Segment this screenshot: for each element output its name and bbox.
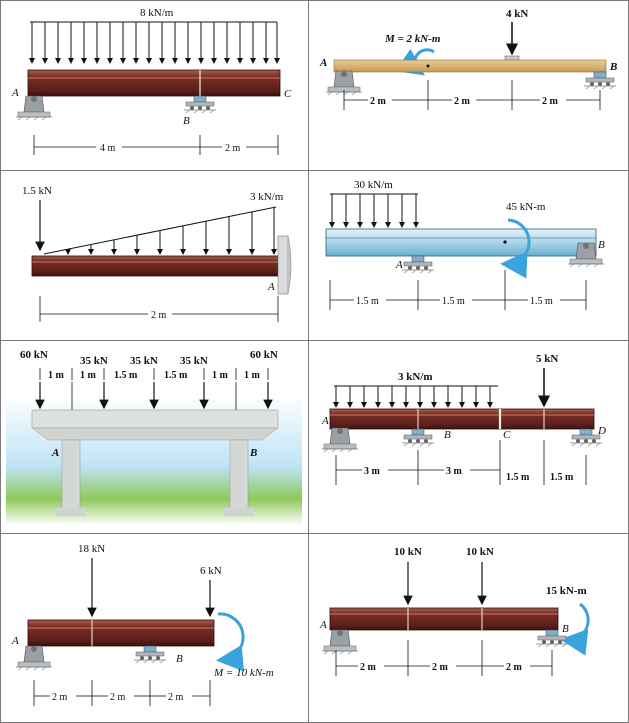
p7-force-1: 18 kN: [78, 543, 105, 555]
problem-6: 3 kN/m 5 kN A B C D 3 m 3: [321, 353, 606, 485]
problem-3: 1.5 kN 3 kN/m A 2 m: [22, 185, 292, 322]
p7-dim-2: 2 m: [110, 692, 126, 703]
p1-label-C: C: [284, 88, 292, 100]
p5-force-5: 60 kN: [250, 349, 278, 361]
p6-label-D: D: [597, 425, 606, 437]
p5-pier-A: [61, 439, 81, 513]
p8-force-2: 10 kN: [466, 546, 494, 558]
p7-label-B: B: [176, 653, 183, 665]
p1-load-label: 8 kN/m: [140, 7, 174, 19]
p5-span-1: 1 m: [48, 370, 65, 381]
p3-label-A: A: [267, 281, 275, 293]
p4-roller-support: [401, 255, 435, 274]
p6-dim-4: 1.5 m: [550, 472, 574, 483]
p5-force-2: 35 kN: [80, 355, 108, 367]
p4-moment-label: 45 kN-m: [506, 201, 546, 213]
p2-label-B: B: [609, 61, 617, 73]
p4-dim-1: 1.5 m: [356, 296, 379, 307]
p5-label-A: A: [51, 447, 59, 459]
p8-dim-3: 2 m: [506, 662, 523, 673]
p5-span-3: 1.5 m: [114, 370, 138, 381]
p2-wood-beam: [333, 59, 607, 73]
p6-dim-3: 1.5 m: [506, 472, 530, 483]
p4-load-label: 30 kN/m: [354, 179, 393, 191]
p2-force-label: 4 kN: [506, 8, 528, 20]
p7-moment-label: M = 10 kN-m: [213, 667, 274, 679]
p5-force-1: 60 kN: [20, 349, 48, 361]
p4-distributed-arrows: [329, 194, 419, 228]
p5-span-5: 1 m: [212, 370, 229, 381]
p6-label-B: B: [444, 429, 451, 441]
p3-dim-1: 2 m: [151, 310, 167, 321]
p2-dim-3: 2 m: [542, 96, 559, 107]
p2-moment-label: M = 2 kN-m: [384, 33, 441, 45]
p4-label-B: B: [598, 239, 605, 251]
p8-force-1: 10 kN: [394, 546, 422, 558]
p5-force-3: 35 kN: [130, 355, 158, 367]
p1-dim-1: 4 m: [100, 143, 116, 154]
problem-5: 60 kN 35 kN 35 kN 35 kN 60 kN 1 m 1 m 1.…: [6, 349, 302, 525]
p2-label-A: A: [319, 57, 327, 69]
problem-7: 18 kN 6 kN M = 10 kN-m A B 2 m 2 m 2 m: [11, 543, 274, 706]
p2-dim-1: 2 m: [370, 96, 387, 107]
p8-dim-1: 2 m: [360, 662, 377, 673]
p8-label-B: B: [562, 623, 569, 635]
p4-dim-2: 1.5 m: [442, 296, 465, 307]
p6-pin-support: [321, 427, 359, 453]
p4-label-A: A: [395, 259, 403, 271]
p6-distributed-arrows: [333, 386, 493, 408]
p8-label-A: A: [319, 619, 327, 631]
problem-4: 30 kN/m 45 kN-m A B 1.5 m 1.5 m 1.5 m: [325, 179, 605, 310]
p5-span-6: 1 m: [244, 370, 261, 381]
p1-pin-support: [15, 95, 53, 121]
p6-load-label: 3 kN/m: [398, 371, 433, 383]
problem-1: 8 kN/m A B C 4 m 2 m: [11, 7, 292, 155]
p6-roller-B: [401, 428, 435, 447]
p7-pin-support: [15, 645, 53, 671]
p1-label-A: A: [11, 87, 19, 99]
p5-pier-B: [229, 439, 249, 513]
problem-8: 10 kN 10 kN 15 kN-m A B 2 m 2 m 2 m: [319, 546, 590, 676]
p5-span-2: 1 m: [80, 370, 97, 381]
p7-roller-support: [133, 645, 167, 664]
p3-force-label: 1.5 kN: [22, 185, 52, 197]
p1-dim-2: 2 m: [225, 143, 241, 154]
p6-dim-2: 3 m: [446, 466, 463, 477]
p4-dim-3: 1.5 m: [530, 296, 553, 307]
p1-beam: [27, 69, 281, 97]
p7-dim-3: 2 m: [168, 692, 184, 703]
p1-distributed-arrows: [29, 22, 280, 64]
p3-fixed-wall: [277, 235, 289, 295]
p5-force-4: 35 kN: [180, 355, 208, 367]
p8-moment-label: 15 kN-m: [546, 585, 587, 597]
p7-beam: [27, 619, 215, 647]
p6-label-C: C: [503, 429, 511, 441]
p5-span-4: 1.5 m: [164, 370, 188, 381]
p7-label-A: A: [11, 635, 19, 647]
p2-dim-2: 2 m: [454, 96, 471, 107]
p7-force-2: 6 kN: [200, 565, 222, 577]
p8-pin-support: [321, 629, 359, 655]
p4-beam: [325, 228, 597, 257]
p1-roller-support: [183, 95, 217, 114]
p3-load-label: 3 kN/m: [250, 191, 284, 203]
p6-label-A: A: [321, 415, 329, 427]
p3-beam: [31, 255, 279, 277]
p6-force-label: 5 kN: [536, 353, 558, 365]
p3-triangular-arrows: [65, 207, 277, 255]
problem-2: 4 kN M = 2 kN-m A B 2 m 2 m 2 m: [319, 8, 617, 110]
p7-dim-1: 2 m: [52, 692, 68, 703]
p2-roller-support: [583, 71, 617, 90]
p5-label-B: B: [249, 447, 257, 459]
p8-beam: [329, 607, 559, 631]
p6-beam: [329, 408, 595, 430]
p5-deck: [31, 409, 279, 429]
p6-dim-1: 3 m: [364, 466, 381, 477]
p1-label-B: B: [183, 115, 190, 127]
p8-dim-2: 2 m: [432, 662, 449, 673]
